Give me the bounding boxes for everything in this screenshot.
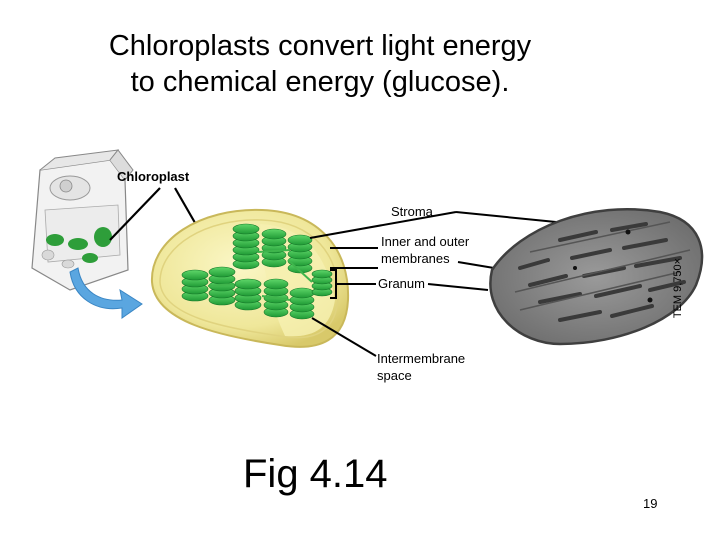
zoom-arrow — [69, 267, 143, 319]
chloroplast-label: Chloroplast — [117, 169, 190, 184]
intermembrane-label-line-2: space — [377, 368, 412, 383]
stroma-label: Stroma — [391, 204, 433, 219]
page-number: 19 — [643, 496, 658, 511]
slide-title-line-2: to chemical energy (glucose). — [130, 66, 510, 98]
membranes-label-line-1: Inner and outer — [381, 234, 470, 249]
figure-label: Fig 4.14 — [243, 452, 388, 496]
slide-title: Chloroplasts convert light energy to che… — [20, 28, 620, 100]
membranes-label-line-2: membranes — [381, 251, 450, 266]
micrograph-caption: TEM 9,750× — [672, 257, 684, 319]
slide-title-line-1: Chloroplasts convert light energy — [108, 30, 532, 62]
intermembrane-label-line-1: Intermembrane — [377, 351, 466, 366]
label-leaders — [309, 211, 557, 357]
chloroplast-illustration — [150, 208, 350, 348]
plant-cell-sketch — [31, 149, 134, 291]
granum-label: Granum — [378, 276, 425, 291]
tem-micrograph — [489, 208, 704, 346]
grana-stacks — [181, 223, 333, 320]
